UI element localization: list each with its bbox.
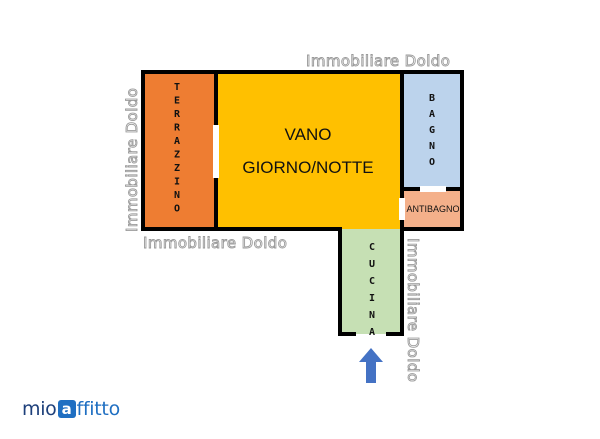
bagno-label-letter: A: [429, 109, 435, 120]
terrazzino-room: [143, 72, 216, 229]
vano-room: [216, 72, 402, 229]
watermark-right: Immobiliare Doldo: [404, 238, 422, 382]
terrazzino-label-letter: I: [174, 177, 180, 188]
terrazzino-label-letter: O: [174, 204, 180, 215]
cucina-room: [340, 229, 402, 334]
terrazzino-label-letter: A: [174, 136, 180, 147]
entrance-arrow-icon: [359, 348, 383, 383]
bagno-room: [402, 72, 462, 189]
logo-a-icon: a: [57, 400, 76, 418]
terrazzino-label-letter: E: [174, 96, 180, 107]
vano-label-2: GIORNO/NOTTE: [242, 158, 373, 177]
terrazzino-label-letter: R: [174, 109, 181, 120]
mioaffitto-logo: mio a ffitto: [22, 397, 120, 421]
antibagno-label: ANTIBAGNO: [406, 204, 459, 214]
terrazzino-door: [213, 125, 219, 178]
terrazzino-label-letter: N: [174, 190, 180, 201]
bagno-label-letter: O: [429, 157, 435, 168]
terrazzino-label-letter: T: [174, 82, 180, 93]
bagno-door: [420, 186, 446, 192]
antibagno-room: [402, 189, 462, 229]
cucina-label-letter: C: [369, 276, 375, 287]
walls: [141, 70, 464, 336]
cucina-label-letter: U: [369, 259, 375, 270]
cucina-label-letter: I: [369, 293, 375, 304]
logo-part2: ffitto: [76, 398, 121, 420]
watermark-bottom: Immobiliare Doldo: [143, 234, 287, 252]
terrazzino-label-letter: R: [174, 123, 181, 134]
vano-label-1: VANO: [285, 125, 332, 144]
cucina-label-letter: A: [369, 327, 375, 338]
terrazzino-label-letter: Z: [174, 163, 180, 174]
bagno-label-letter: B: [429, 93, 435, 104]
cucina-label-letter: N: [369, 310, 375, 321]
bagno-label-letter: G: [429, 125, 435, 136]
cucina-label-letter: C: [369, 242, 375, 253]
antibagno-door: [399, 198, 405, 220]
watermark-left: Immobiliare Doldo: [123, 88, 141, 232]
terrazzino-label-letter: Z: [174, 150, 180, 161]
logo-part1: mio: [22, 398, 57, 420]
watermark-top: Immobiliare Doldo: [306, 52, 450, 70]
bagno-label: BAGNO: [429, 93, 435, 168]
bagno-label-letter: N: [429, 141, 435, 152]
